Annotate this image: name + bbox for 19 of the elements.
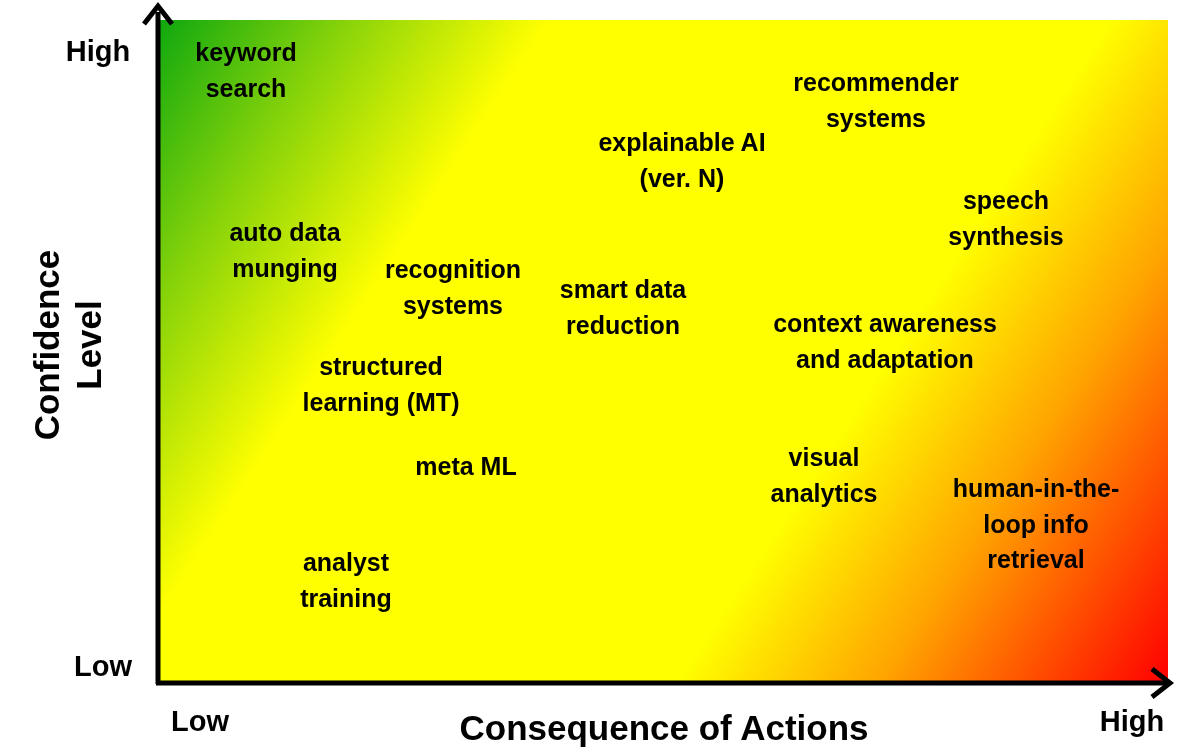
item-label: auto data munging: [228, 216, 342, 284]
axis-title: Confidence Level: [26, 248, 109, 443]
item-label: smart data reduction: [558, 273, 688, 340]
item-label: recommender systems: [792, 66, 960, 134]
axis-tick-label: Low: [73, 649, 133, 685]
item-label: human-in-the-loop info retrieval: [951, 472, 1121, 575]
axis-tick-label: High: [1098, 704, 1166, 740]
item-label: keyword search: [194, 36, 298, 103]
item-label: meta ML: [414, 451, 518, 483]
item-label: recognition systems: [383, 253, 523, 321]
item-label: analyst training: [299, 546, 393, 614]
item-label: structured learning (MT): [301, 350, 461, 418]
axis-title: Consequence of Actions: [458, 707, 870, 749]
item-label: explainable AI (ver. N): [597, 126, 767, 194]
axis-tick-label: High: [64, 34, 132, 70]
item-label: context awareness and adaptation: [772, 307, 998, 375]
item-label: visual analytics: [769, 441, 879, 509]
item-label: speech synthesis: [947, 184, 1065, 252]
axis-tick-label: Low: [170, 704, 230, 740]
